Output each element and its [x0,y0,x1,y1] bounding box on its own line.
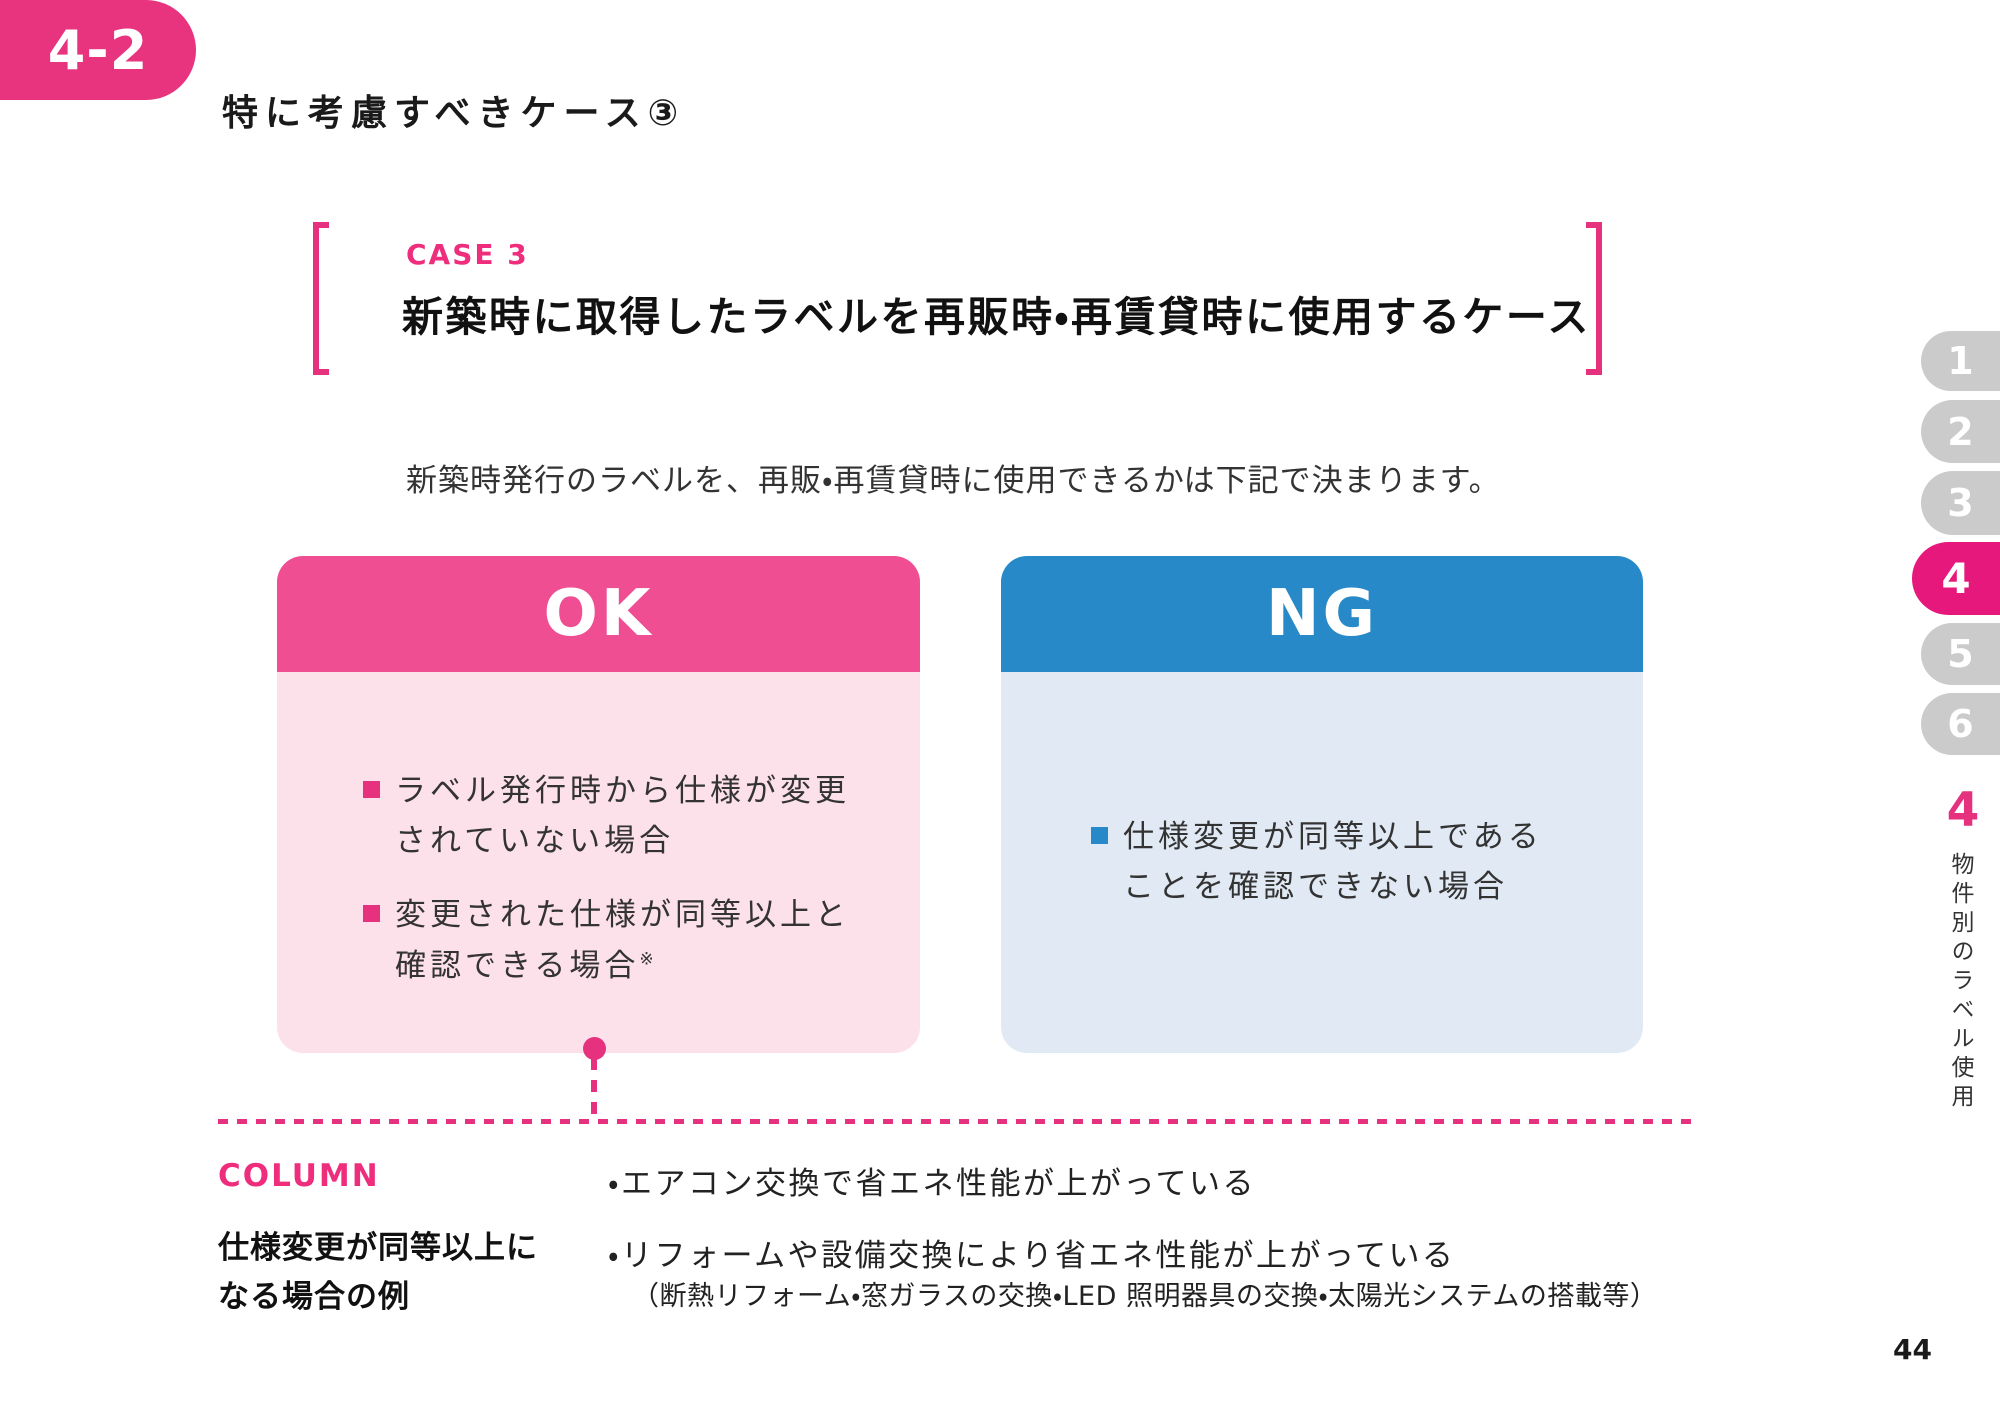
column-example-note: （断熱リフォーム・窓ガラスの交換・LED 照明器具の交換・太陽光システムの搭載等… [632,1281,1658,1312]
sidebar-section-label: 物件別のラベル使用 [1947,852,1973,1113]
page-title: 特に考慮すべきケース③ [222,93,686,134]
ng-card-title: NG [1265,577,1379,651]
chapter-tab-1[interactable]: 1 [1921,331,2000,391]
chapter-tab-6[interactable]: 6 [1921,693,2000,755]
section-number-badge: 4-2 [0,0,196,100]
ok-card: OK ラベル発行時から仕様が変更 されていない場合 変更された仕様が同等以上と … [277,556,920,1053]
chapter-tab-4-active[interactable]: 4 [1912,542,2000,615]
connector-dashed-line [591,1058,597,1122]
ng-item-1-text: 仕様変更が同等以上である ことを確認できない場合 [1123,812,1543,912]
column-example-item: ・エアコン交換で省エネ性能が上がっている [608,1166,1256,1202]
ok-item-2-text: 変更された仕様が同等以上と 確認できる場合※ [395,890,850,990]
column-heading-line-2: なる場合の例 [218,1278,410,1315]
column-heading-line-1: 仕様変更が同等以上に [218,1230,538,1266]
ok-list-item: ラベル発行時から仕様が変更 されていない場合 [363,766,890,866]
ok-item-2-line-2: 確認できる場合※ [395,941,850,991]
dotted-divider-line [218,1119,1700,1124]
bullet-square-icon [363,905,380,923]
ng-card-body: 仕様変更が同等以上である ことを確認できない場合 [1001,672,1643,1053]
ok-item-1-line-1: ラベル発行時から仕様が変更 [395,773,850,809]
right-bracket-decoration [1586,222,1602,375]
ok-item-2-line-1: 変更された仕様が同等以上と [395,897,850,934]
chapter-tab-2[interactable]: 2 [1921,400,2000,463]
ng-item-1-line-2: ことを確認できない場合 [1123,869,1508,906]
page-number: 44 [1893,1333,1932,1366]
left-bracket-decoration [313,222,329,375]
case-heading: 新築時に取得したラベルを再販時・再賃貸時に使用するケース [402,293,1591,341]
ok-card-header: OK [277,556,920,672]
bullet-square-icon [363,781,380,798]
ng-card: NG 仕様変更が同等以上である ことを確認できない場合 [1001,556,1643,1053]
ok-item-1-line-2: されていない場合 [395,823,675,860]
ok-card-title: OK [543,577,654,651]
column-label: COLUMN [218,1158,380,1194]
chapter-tab-5[interactable]: 5 [1921,623,2000,685]
chapter-tab-3[interactable]: 3 [1921,471,2000,535]
case-label: CASE 3 [406,238,529,271]
bullet-square-icon [1091,827,1108,844]
ok-card-body: ラベル発行時から仕様が変更 されていない場合 変更された仕様が同等以上と 確認で… [277,672,920,1053]
column-heading: 仕様変更が同等以上に なる場合の例 [218,1224,538,1322]
sidebar-section-number: 4 [1946,783,1980,838]
ng-card-header: NG [1001,556,1643,672]
column-example-item: ・リフォームや設備交換により省エネ性能が上がっている [608,1238,1456,1274]
ok-list-item: 変更された仕様が同等以上と 確認できる場合※ [363,890,890,990]
ng-list-item: 仕様変更が同等以上である ことを確認できない場合 [1091,812,1613,912]
intro-text: 新築時発行のラベルを、再販・再賃貸時に使用できるかは下記で決まります。 [406,463,1501,499]
reference-mark: ※ [639,949,658,970]
ok-item-2-line-2-text: 確認できる場合 [395,947,640,984]
connector-dot [583,1037,606,1060]
ok-item-1-text: ラベル発行時から仕様が変更 されていない場合 [395,766,850,866]
ng-item-1-line-1: 仕様変更が同等以上である [1123,819,1543,855]
